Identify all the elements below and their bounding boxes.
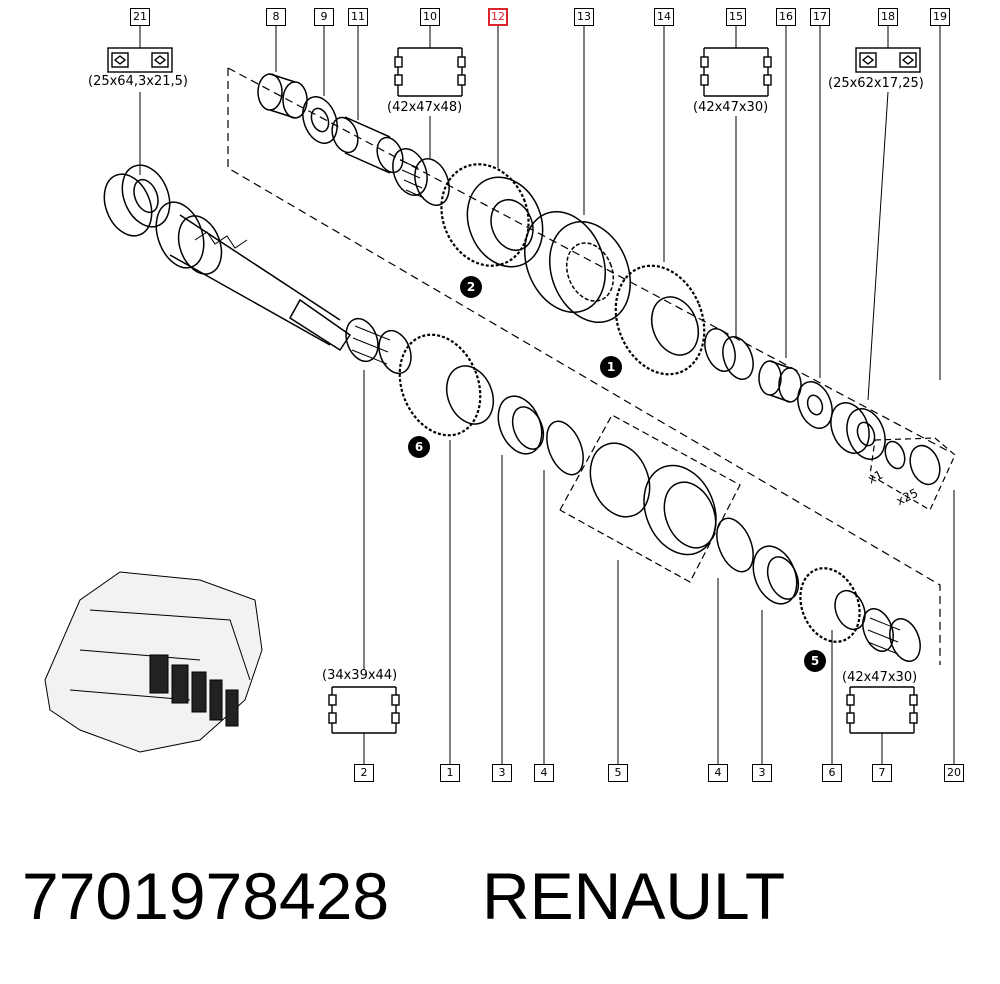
bearing-symbol-21 — [107, 47, 173, 73]
callout-5[interactable]: 5 — [608, 764, 628, 782]
callout-13[interactable]: 13 — [574, 8, 594, 26]
assembly-outline-top — [227, 67, 951, 453]
assembly-outline — [227, 68, 941, 665]
gear-12 — [440, 163, 544, 268]
callout-15[interactable]: 15 — [726, 8, 746, 26]
callout-7[interactable]: 7 — [872, 764, 892, 782]
spring-4b — [716, 517, 754, 573]
needle-bearing-15 — [704, 328, 754, 380]
callout-19[interactable]: 19 — [930, 8, 950, 26]
dimension-15: (42x47x30) — [693, 100, 769, 115]
spring-4a — [546, 420, 584, 476]
bearing-symbol-2 — [328, 686, 400, 734]
callout-4-left[interactable]: 4 — [534, 764, 554, 782]
callout-2[interactable]: 2 — [354, 764, 374, 782]
gear-step-2-marker: 2 — [460, 276, 482, 298]
washer-9 — [302, 96, 338, 144]
callout-3-right[interactable]: 3 — [752, 764, 772, 782]
callout-4-right[interactable]: 4 — [708, 764, 728, 782]
part-number: 7701978428 — [22, 859, 390, 933]
washer-17 — [797, 381, 833, 429]
sleeve-11 — [331, 116, 404, 174]
ball-bearing-18 — [830, 402, 886, 460]
gear-step-5-marker: 5 — [804, 650, 826, 672]
diagram-drawing — [44, 26, 956, 765]
callout-17[interactable]: 17 — [810, 8, 830, 26]
callout-9[interactable]: 9 — [314, 8, 334, 26]
gear-1 — [398, 333, 495, 437]
needle-bearing-2 — [345, 317, 412, 375]
bearing-symbols — [107, 47, 921, 734]
callout-18[interactable]: 18 — [878, 8, 898, 26]
dimension-10: (42x47x48) — [387, 100, 463, 115]
dimension-18: (25x62x17,25) — [828, 76, 924, 91]
gearbox-housing-thumbnail — [44, 571, 263, 753]
synchro-assembly-5 — [559, 414, 741, 583]
dimension-2: (34x39x44) — [322, 668, 398, 683]
synchro-ring-3b — [752, 545, 800, 605]
callout-8[interactable]: 8 — [266, 8, 286, 26]
sleeve-16 — [758, 360, 802, 403]
callout-3-left[interactable]: 3 — [492, 764, 512, 782]
part-footer: 7701978428 RENAULT — [22, 858, 982, 958]
leader-lines — [139, 26, 955, 765]
needle-bearing-7 — [862, 608, 921, 662]
brand-name: RENAULT — [482, 859, 786, 933]
circlips-19-20 — [869, 437, 956, 511]
sleeve-8 — [257, 73, 308, 119]
gear-step-1-marker: 1 — [600, 356, 622, 378]
callout-21[interactable]: 21 — [130, 8, 150, 26]
bearing-symbol-15 — [700, 47, 772, 97]
synchro-ring-3a — [497, 395, 545, 455]
callout-14[interactable]: 14 — [654, 8, 674, 26]
bearing-symbol-7 — [846, 686, 918, 734]
callout-6[interactable]: 6 — [822, 764, 842, 782]
needle-bearing-10 — [392, 148, 450, 206]
bearing-symbol-18 — [855, 47, 921, 73]
callout-16[interactable]: 16 — [776, 8, 796, 26]
gear-step-6-marker: 6 — [408, 436, 430, 458]
housing-gear-cluster — [149, 654, 239, 727]
callout-11[interactable]: 11 — [348, 8, 368, 26]
synchro-hub-13 — [523, 210, 632, 324]
callout-12-highlighted[interactable]: 12 — [488, 8, 508, 26]
dimension-7: (42x47x30) — [842, 670, 918, 685]
callout-20[interactable]: 20 — [944, 764, 964, 782]
callout-1[interactable]: 1 — [440, 764, 460, 782]
exploded-gear-diagram: 21 8 9 11 10 12 13 14 15 16 17 18 19 2 1… — [44, 8, 964, 782]
bearing-symbol-10 — [394, 47, 466, 97]
callout-10[interactable]: 10 — [420, 8, 440, 26]
gear-6 — [799, 567, 866, 643]
dimension-21: (25x64,3x21,5) — [88, 74, 188, 89]
main-shaft — [155, 201, 352, 352]
ball-bearing-21 — [103, 164, 171, 237]
